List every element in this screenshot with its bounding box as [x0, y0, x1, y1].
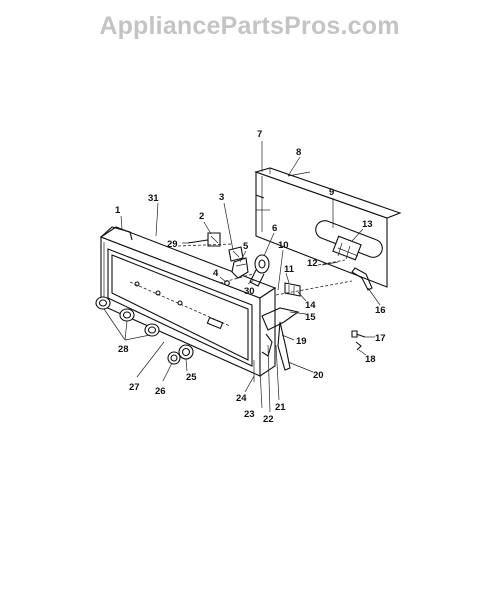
callout-31: 31	[148, 193, 159, 204]
side-bracket	[261, 307, 300, 331]
callout-29: 29	[167, 239, 178, 250]
callout-19: 19	[296, 336, 307, 347]
switch-block	[332, 235, 362, 261]
lower-knob-set	[167, 344, 194, 365]
screw-assembly	[187, 232, 221, 247]
rear-panel	[254, 167, 402, 291]
rotary-switch	[249, 254, 270, 287]
mounting-bracket	[351, 267, 373, 291]
callout-labels: 1 2 3 4 5 6 7 8 9 10 11 12 13 14 15 16 1…	[115, 129, 386, 425]
callout-5: 5	[243, 241, 249, 252]
callout-18: 18	[365, 354, 376, 365]
callout-2: 2	[199, 211, 204, 222]
callout-21: 21	[275, 402, 286, 413]
small-screw	[351, 330, 366, 338]
support-arm	[277, 321, 291, 371]
callout-15: 15	[305, 312, 316, 323]
callout-30: 30	[244, 286, 255, 297]
callout-23: 23	[244, 409, 255, 420]
callout-3: 3	[219, 192, 224, 203]
callout-22: 22	[263, 414, 274, 425]
callout-9: 9	[329, 187, 334, 198]
leader-lines	[103, 141, 381, 413]
callout-10: 10	[278, 240, 289, 251]
callout-13: 13	[362, 219, 373, 230]
callout-4: 4	[213, 268, 219, 279]
callout-8: 8	[296, 147, 301, 158]
terminal-block	[284, 282, 301, 297]
callout-24: 24	[236, 393, 247, 404]
callout-25: 25	[186, 372, 197, 383]
callout-7: 7	[257, 129, 262, 140]
callout-14: 14	[305, 300, 316, 311]
callout-1: 1	[115, 205, 121, 216]
callout-12: 12	[307, 258, 318, 269]
callout-16: 16	[375, 305, 386, 316]
callout-6: 6	[272, 223, 277, 234]
watermark-text: AppliancePartsPros.com	[99, 12, 400, 40]
callout-28: 28	[118, 344, 129, 355]
end-cap	[100, 226, 133, 241]
clip-part	[228, 246, 244, 262]
callout-20: 20	[313, 370, 324, 381]
callout-17: 17	[375, 333, 386, 344]
small-fastener	[355, 341, 362, 351]
callout-27: 27	[129, 382, 140, 393]
callout-26: 26	[155, 386, 166, 397]
callout-11: 11	[284, 264, 295, 275]
control-knobs	[95, 296, 160, 337]
switch-knob-part	[231, 257, 249, 279]
lower-clip	[261, 333, 273, 357]
